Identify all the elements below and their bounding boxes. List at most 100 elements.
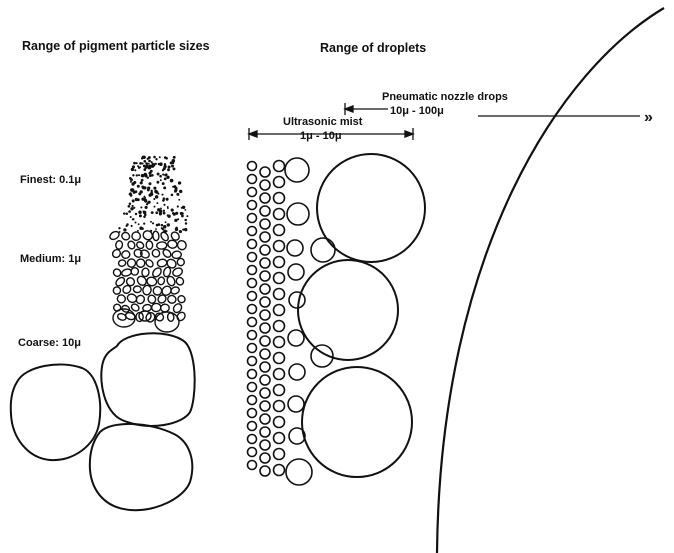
mist-droplet: [260, 414, 270, 424]
mist-droplet: [260, 362, 270, 372]
mist-droplet: [274, 241, 285, 252]
mid-droplet: [288, 264, 304, 280]
fine-particle: [159, 212, 162, 215]
mist-droplet: [248, 292, 257, 301]
fine-particle: [139, 227, 142, 230]
medium-particle: [160, 231, 170, 242]
mist-droplet: [260, 297, 270, 307]
fine-particle: [132, 174, 134, 176]
mid-droplet: [286, 459, 312, 485]
continues-arrow: »: [644, 109, 653, 126]
fine-particle: [155, 158, 157, 160]
medium-particle: [156, 242, 166, 250]
fine-particle: [173, 213, 176, 216]
fine-particle: [160, 208, 162, 210]
fine-particle: [129, 203, 132, 206]
medium-particles: [108, 229, 187, 332]
fine-particle: [143, 210, 145, 212]
fine-particle: [148, 194, 151, 197]
medium-particle: [177, 294, 187, 304]
medium-particle: [108, 230, 120, 241]
fine-particle: [180, 212, 183, 215]
medium-particle: [135, 258, 145, 268]
fine-particle: [155, 228, 157, 230]
mid-droplet: [287, 240, 303, 256]
fine-particle: [145, 206, 148, 209]
fine-particle: [174, 219, 177, 222]
fine-particle: [151, 161, 153, 163]
fine-particle: [172, 162, 174, 164]
fine-particle: [148, 163, 150, 165]
fine-particle: [165, 221, 167, 223]
fine-particle: [161, 224, 164, 227]
fine-particle: [141, 179, 144, 182]
mist-droplet: [274, 417, 285, 428]
fine-particle: [149, 174, 152, 177]
fine-particle: [130, 192, 132, 194]
mist-droplet: [248, 305, 257, 314]
medium-particle: [142, 285, 152, 296]
medium-particle: [118, 259, 126, 267]
medium-particle: [130, 230, 142, 242]
medium-particle: [146, 241, 153, 250]
fine-particle: [150, 191, 152, 193]
fine-particle: [165, 157, 168, 160]
fine-particle: [176, 193, 179, 196]
mist-droplet: [274, 337, 285, 348]
mist-droplet: [248, 214, 257, 223]
fine-particle: [156, 181, 159, 184]
fine-particle: [162, 182, 165, 185]
mist-droplet: [260, 375, 270, 385]
fine-particle: [153, 198, 155, 200]
fine-particle: [157, 223, 160, 226]
mist-droplet: [274, 273, 285, 284]
fine-particle: [163, 225, 167, 229]
fine-particle: [144, 166, 147, 169]
fine-particle: [138, 211, 142, 215]
large-droplet: [298, 260, 398, 360]
fine-particle: [146, 203, 148, 205]
mist-droplet: [248, 240, 257, 249]
fine-particle: [167, 223, 170, 226]
mist-droplet: [260, 206, 270, 216]
fine-particle: [147, 186, 150, 189]
fine-particle: [154, 206, 156, 208]
fine-particle: [177, 205, 179, 207]
mist-droplet: [274, 305, 285, 316]
fine-particle: [152, 222, 154, 224]
fine-particle: [142, 199, 144, 201]
mist-droplet: [260, 258, 270, 268]
large-droplet: [317, 154, 425, 262]
fine-particle: [160, 179, 162, 181]
fine-particle: [148, 167, 150, 169]
fine-particle: [132, 218, 134, 220]
mid-droplet: [285, 158, 309, 182]
mid-droplet: [289, 292, 305, 308]
droplets-title: Range of droplets: [320, 41, 426, 55]
pneumatic-range-label: 10μ - 100μ: [390, 105, 444, 117]
mist-droplet: [260, 453, 270, 463]
mist-droplet: [248, 383, 257, 392]
mist-droplet: [260, 466, 270, 476]
fine-particle: [155, 191, 158, 194]
fine-particle: [184, 228, 187, 231]
fine-particle: [178, 199, 180, 201]
mist-droplet: [274, 369, 285, 380]
fine-particle: [143, 160, 146, 163]
mist-droplet: [260, 180, 270, 190]
mist-droplet: [260, 401, 270, 411]
fine-particle: [131, 225, 133, 227]
fine-particle: [144, 199, 147, 202]
fine-particle: [145, 162, 148, 165]
mist-droplet: [274, 465, 285, 476]
fine-particle: [165, 230, 167, 232]
fine-particle: [148, 160, 151, 163]
medium-particle: [139, 311, 151, 321]
coarse-particle: [11, 364, 100, 460]
mist-droplet: [248, 318, 257, 327]
mist-droplet: [248, 253, 257, 262]
fine-particle: [132, 165, 135, 168]
fine-particle: [179, 190, 182, 193]
fine-particle: [170, 179, 174, 183]
medium-particle: [167, 240, 178, 249]
